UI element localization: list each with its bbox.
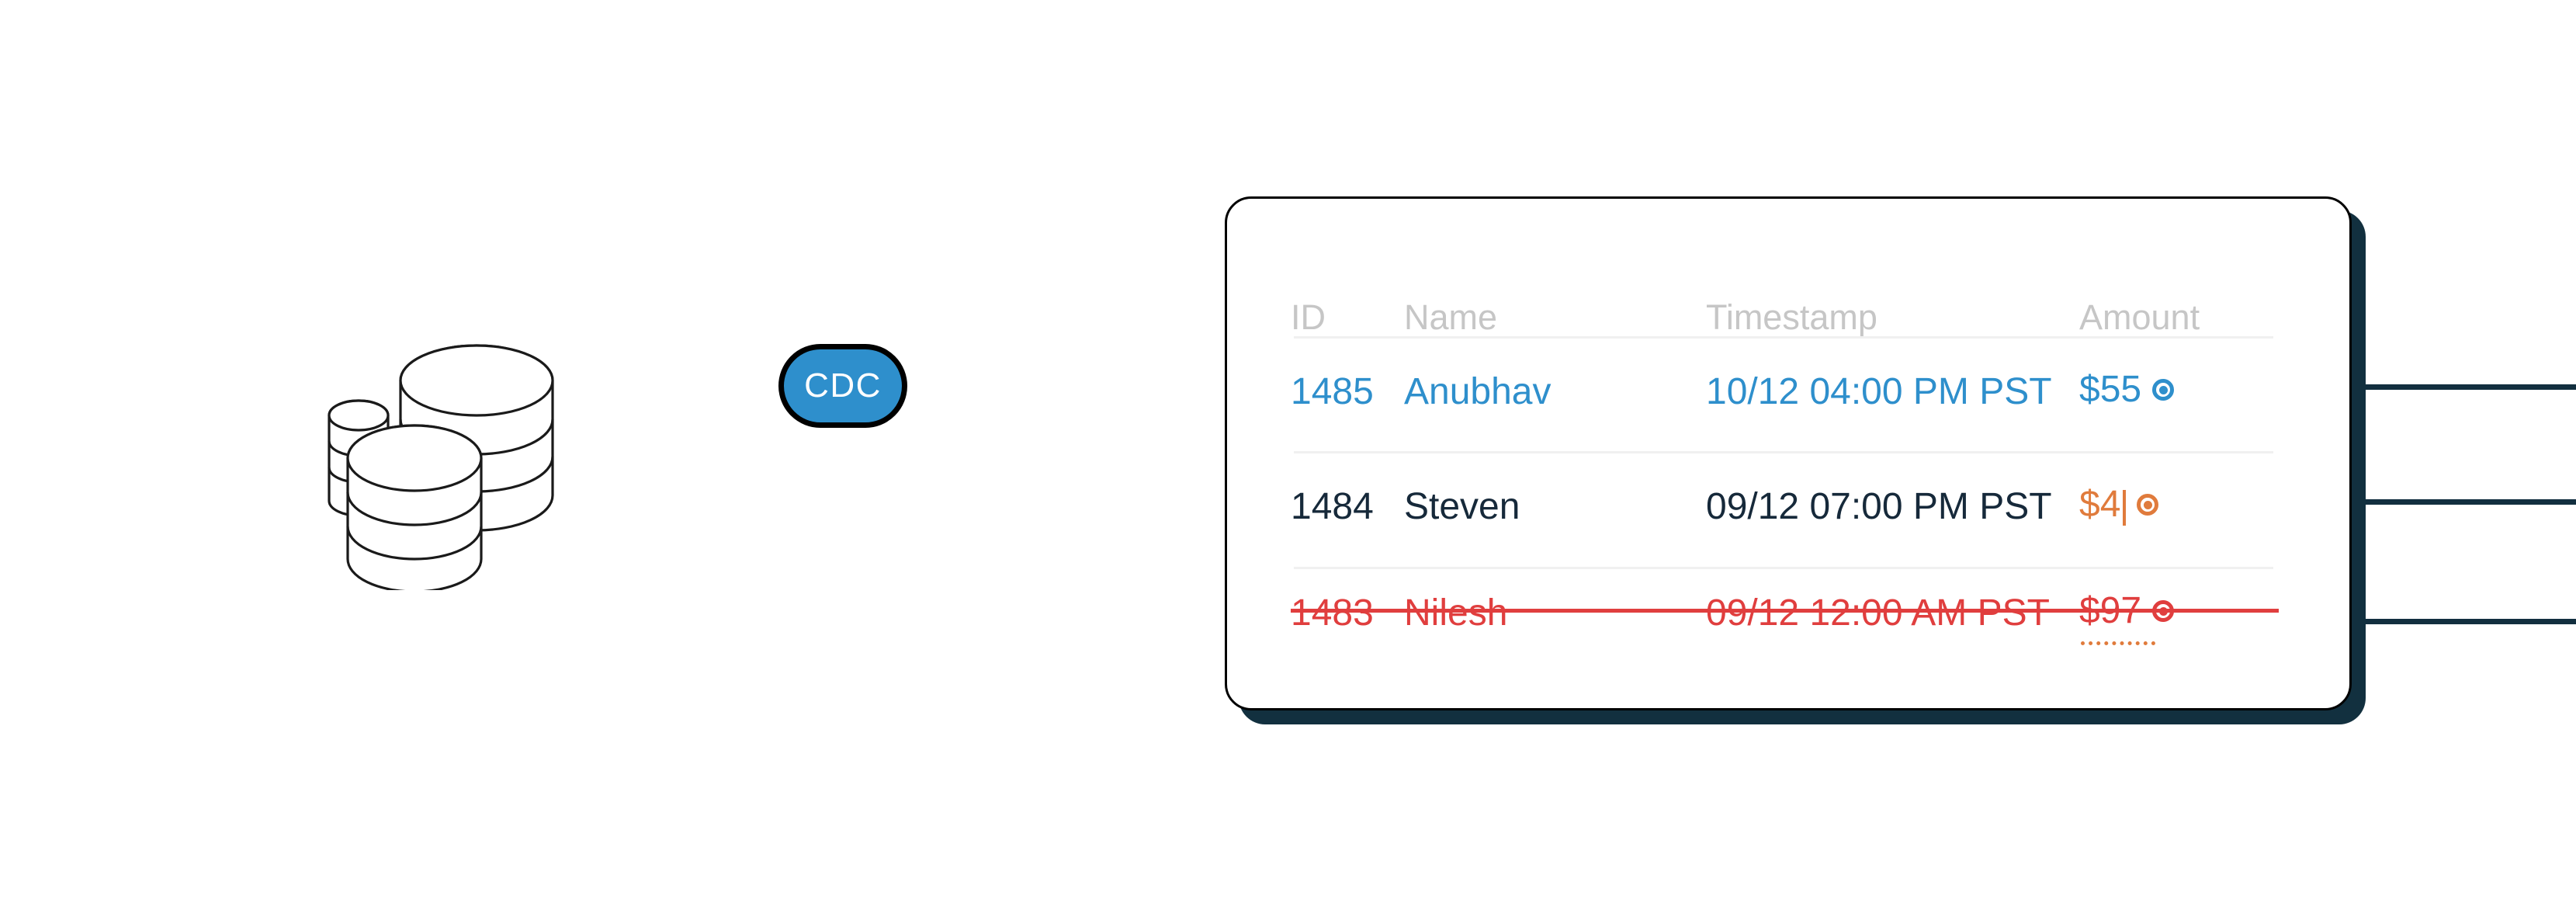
cell-id: 1485 bbox=[1291, 371, 1374, 412]
cell-amount-editing[interactable]: $4 bbox=[2079, 484, 2121, 525]
cell-amount: $55 bbox=[2079, 369, 2142, 410]
cell-amount-group-row-1: $55 bbox=[2079, 369, 2175, 410]
row-strikethrough bbox=[1291, 609, 2279, 613]
connector-dot-orange-icon[interactable] bbox=[2137, 494, 2159, 516]
row-divider bbox=[1294, 336, 2273, 339]
edit-dotted-underline bbox=[2081, 641, 2155, 645]
column-header-id: ID bbox=[1291, 297, 1326, 337]
cell-id: 1484 bbox=[1291, 486, 1374, 527]
cdc-node[interactable]: CDC bbox=[778, 344, 907, 428]
cell-amount-group-row-2: $4 bbox=[2079, 484, 2159, 526]
column-header-name: Name bbox=[1404, 297, 1498, 337]
cdc-node-label: CDC bbox=[804, 366, 882, 405]
cell-timestamp: 10/12 04:00 PM PST bbox=[1706, 371, 2052, 412]
data-table: ID Name Timestamp Amount 1485 Anubhav 10… bbox=[1227, 199, 2349, 708]
table-card: ID Name Timestamp Amount 1485 Anubhav 10… bbox=[1225, 196, 2352, 710]
cell-name: Anubhav bbox=[1404, 371, 1551, 412]
cell-id: 1483 bbox=[1291, 592, 1374, 634]
column-header-amount: Amount bbox=[2079, 297, 2200, 337]
database-stack-icon bbox=[295, 303, 559, 593]
cell-timestamp: 09/12 07:00 PM PST bbox=[1706, 486, 2052, 527]
connector-dot-blue-icon[interactable] bbox=[2152, 379, 2175, 401]
row-divider bbox=[1294, 567, 2273, 569]
cell-name: Steven bbox=[1404, 486, 1520, 527]
row-divider bbox=[1294, 451, 2273, 453]
text-caret-icon bbox=[2123, 490, 2127, 526]
cell-timestamp: 09/12 12:00 AM PST bbox=[1706, 592, 2050, 634]
column-header-timestamp: Timestamp bbox=[1706, 297, 1877, 337]
cell-name: Nilesh bbox=[1404, 592, 1508, 634]
